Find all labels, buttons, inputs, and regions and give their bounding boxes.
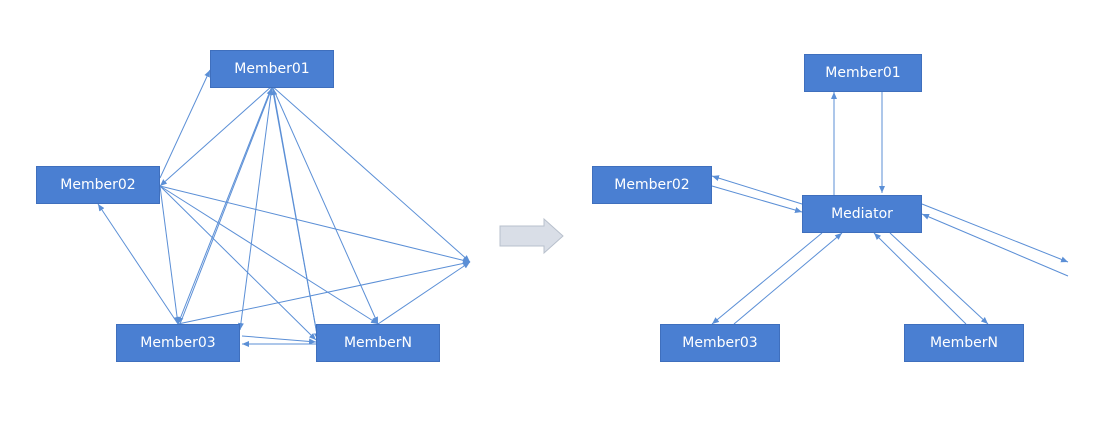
edge-m02-to-mN <box>159 185 317 341</box>
edge-m01-to-mNb <box>271 85 379 325</box>
right-member03-node: Member03 <box>660 324 780 362</box>
edge-mediator-to-offscreen <box>921 203 1069 263</box>
edge-offscreen-to-mediator <box>921 213 1069 277</box>
right-member01-node: Member01 <box>804 54 922 92</box>
edge-m02-to-right <box>159 185 471 264</box>
edge-mN-to-m01 <box>271 87 319 341</box>
left-member02-node: Member02 <box>36 166 160 204</box>
left-memberN-label: MemberN <box>343 335 413 351</box>
left-member01-label: Member01 <box>234 61 310 77</box>
edge-m01-to-m02 <box>159 85 273 187</box>
left-edges <box>97 69 471 347</box>
edge-m02-to-m01 <box>159 69 211 179</box>
transition-arrow <box>499 217 564 255</box>
edge-mediator-to-m02 <box>711 175 803 205</box>
edge-m03-to-m01 <box>179 87 273 325</box>
edge-m03-to-mediator <box>733 232 843 325</box>
left-memberN-node: MemberN <box>316 324 440 362</box>
edge-m03-to-mN <box>241 335 317 345</box>
edge-mediator-to-mN <box>889 232 989 325</box>
left-member01-node: Member01 <box>210 50 334 88</box>
edge-m02-to-m03 <box>159 185 181 325</box>
right-member03-label: Member03 <box>682 335 758 351</box>
right-memberN-label: MemberN <box>929 335 999 351</box>
edge-mN-to-mediator <box>873 232 967 325</box>
edge-m03-to-right <box>177 260 471 325</box>
right-memberN-node: MemberN <box>904 324 1024 362</box>
right-member02-label: Member02 <box>614 177 690 193</box>
right-edges <box>711 92 1069 325</box>
left-member03-label: Member03 <box>140 335 216 351</box>
edge-m01-to-m03 <box>177 85 273 325</box>
edge-m02-to-mediator <box>711 185 803 213</box>
mediator-node: Mediator <box>802 195 922 233</box>
edge-m03-to-m02 <box>97 203 179 325</box>
edge-m02-to-mNb <box>159 185 379 325</box>
right-member02-node: Member02 <box>592 166 712 204</box>
mediator-label: Mediator <box>831 206 893 222</box>
edge-mediator-to-m03 <box>711 232 823 325</box>
edge-m01-to-m03b <box>237 85 273 331</box>
edge-mN-to-right <box>377 261 471 325</box>
right-member01-label: Member01 <box>825 65 901 81</box>
left-member03-node: Member03 <box>116 324 240 362</box>
left-member02-label: Member02 <box>60 177 136 193</box>
edge-m01-to-right <box>271 85 471 263</box>
